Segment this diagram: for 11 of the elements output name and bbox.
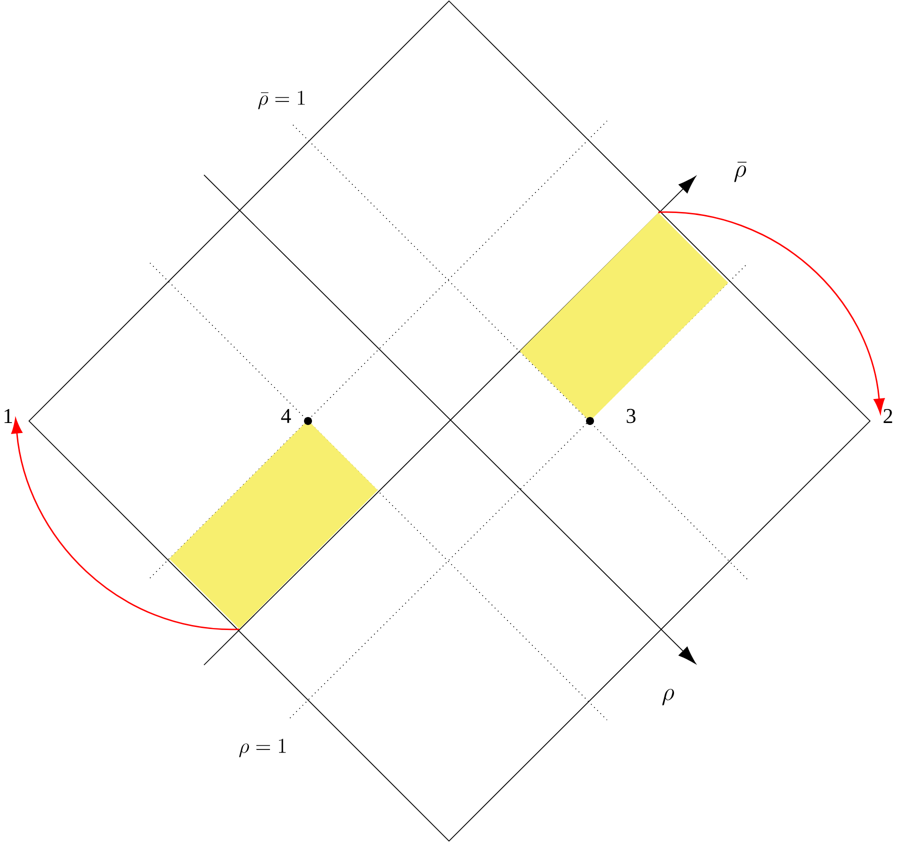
arrow — [11, 418, 240, 630]
point-label: 4 — [281, 409, 291, 423]
arrow — [658, 212, 885, 414]
point-label: 2 — [884, 409, 892, 423]
point-label: 3 — [626, 408, 636, 424]
point-label: 1 — [4, 409, 12, 423]
line-label: $\rho=1$ — [239, 738, 286, 758]
axis-label: $\rho$ — [662, 688, 674, 706]
axis-label: $\bar{\rho}$ — [734, 162, 747, 182]
line-label: $\bar{\rho}=1$ — [258, 90, 305, 110]
shaded-region — [520, 212, 728, 422]
